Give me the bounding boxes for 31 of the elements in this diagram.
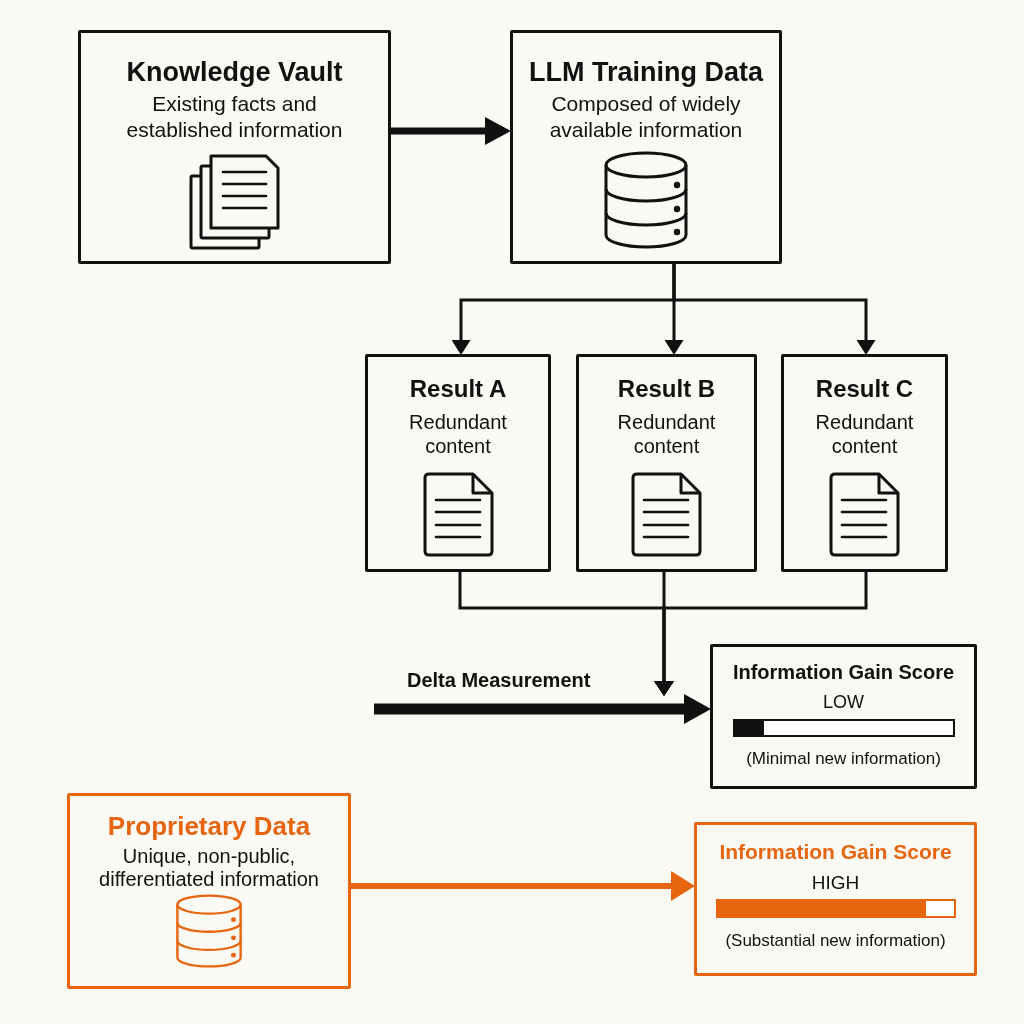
score-panel	[710, 644, 977, 789]
process-box	[67, 793, 351, 989]
node-description: Composed of widely available information	[548, 91, 744, 143]
score-title: Information Gain Score	[719, 839, 952, 864]
node-description: Redundant content	[408, 410, 508, 458]
result-box	[781, 354, 948, 572]
node-title: Result C	[815, 375, 914, 403]
node-description: Unique, non-public, differentiated information	[98, 845, 320, 891]
process-box	[510, 30, 782, 264]
process-box	[78, 30, 391, 264]
score-level: LOW	[823, 691, 864, 713]
score-note: (Minimal new information)	[746, 749, 941, 769]
node-title: Knowledge Vault	[126, 56, 343, 88]
thick-arrow	[391, 117, 511, 145]
node-title: Proprietary Data	[107, 811, 311, 841]
result-box	[576, 354, 757, 572]
score-title: Information Gain Score	[732, 660, 955, 684]
result-box	[365, 354, 551, 572]
node-description: Existing facts and established information	[125, 91, 344, 143]
score-note: (Substantial new information)	[725, 931, 946, 951]
score-panel	[694, 822, 977, 976]
node-title: LLM Training Data	[529, 56, 763, 88]
arrow	[654, 572, 868, 696]
node-description: Redundant content	[616, 410, 717, 458]
score-level: HIGH	[811, 872, 860, 894]
node-description: Redundant content	[814, 410, 915, 458]
node-title: Result A	[409, 375, 507, 403]
arrow	[672, 264, 876, 355]
node-title: Result B	[617, 375, 716, 403]
thick-arrow	[351, 871, 695, 901]
thick-arrow	[374, 694, 711, 724]
